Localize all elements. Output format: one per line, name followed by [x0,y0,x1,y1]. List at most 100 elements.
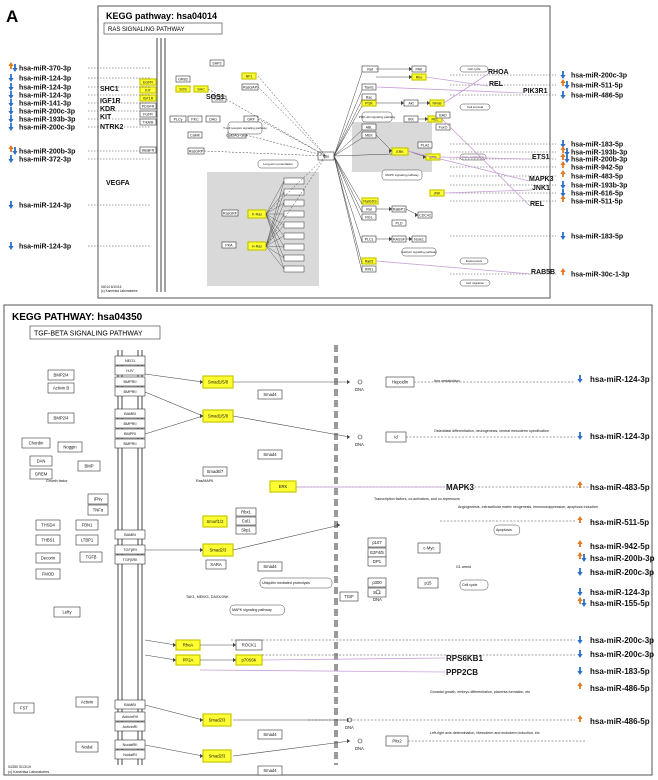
down-arrow-icon [12,147,18,155]
ras-node-hras-label: H-Ras [252,244,262,248]
tgf-ligand-box-rect [29,455,53,467]
tgf-mirna-label: hsa-miR-200b-3p [590,554,655,563]
arrow-head [409,66,412,72]
mirna-left-label: hsa-miR-200c-3p [19,109,75,116]
ras-node-igf1r-label: IGF1R [143,96,154,100]
mirna-left-label: hsa-miR-124-3p [19,85,71,92]
down-arrow-icon [560,181,566,189]
grey-edge [265,213,285,226]
tgf-ligand-box-label: Decorin [41,555,56,560]
gene-label-sos1: SOS1 [206,94,225,101]
tgf-smad-box: PP2A [175,654,201,666]
note-label: Gene expression [462,155,485,159]
note-rect [459,279,491,287]
arrow-head [425,116,428,122]
gene-label-kdr: KDR [100,106,115,113]
tgf-receptor-box-label: BMPRII [123,390,136,394]
ras-node-ngfr: TrkA/B [139,118,157,126]
up-arrow-icon [577,682,583,689]
tgf-receptor-box-label: HJV [126,369,134,373]
tgf-smad-box-label: Smad2/3 [210,547,227,552]
up-arrow-icon [577,597,583,604]
ras-node-pkca-rect [221,241,237,249]
arrow-head [415,212,418,218]
tgf-receptor-box-rect [114,428,146,439]
tgf-receptor-box-label: ActivinRI [123,725,138,729]
grey-edge [265,191,285,215]
ras-node-rab5-label: Rab5 [365,259,374,263]
tgf-smad-box: Skp1 [235,525,257,535]
grey-edge [265,202,285,247]
tgf-edge [232,740,351,757]
gene-label-vegfa: VEGFA [106,180,130,187]
tgf-smad-box-rect [202,466,228,477]
tgf-receptor-box: BMPRII [114,438,146,449]
tgf-smad-box-label: Smad4 [263,768,277,773]
ras-node-ralbp: RalBP1 [391,205,407,213]
ras-node-grf: GRF [243,115,259,123]
tgf-ligand-box: Lefty [53,606,81,618]
tgf-receptor-box: NodalRI [114,749,146,760]
tgf-ligand-box: Noggin [57,441,83,453]
tgf-mirna-label: hsa-miR-486-5p [590,717,650,726]
tgf-nuclear-box-label: p300 [372,580,382,585]
tgf-note: Osteoblast differentiation, neurogenesis… [434,429,549,433]
tgf-receptor-box: BAMBI [114,408,146,419]
grey-node [283,265,305,273]
ras-node-abl-rect [361,123,377,131]
tgf-receptor-box-label: TGFβRII [123,558,138,562]
tgf-nuclear-box: TGIF [339,591,359,602]
down-arrow-icon [8,155,14,163]
ras-node-ikk: IKK [403,115,419,123]
tgf-receptor-box-label: BMPRII [123,422,136,426]
tgf-ligand-box-rect [75,534,99,546]
ras-node-gab1-rect [211,95,227,103]
tgf-ligand-box-rect [77,460,101,472]
ras-node-pi3k-label: PI3K [365,101,373,105]
tgf-mirna-label: hsa-miR-200c-3p [590,650,654,659]
mirna-right-label: hsa-miR-486-5p [571,93,623,100]
ras-node-ptpn11-rect [209,59,225,67]
gene-label-rhoa: RHOA [488,69,509,76]
dna-label: DNA [373,597,382,602]
note-label: Cell survival [467,105,484,109]
gene-label-rab5b: RAB5B [531,269,555,276]
tgf-receptor-box-label: BAMBI [124,412,136,416]
input-edge [265,155,327,247]
ras-node-rgl-label: RGL [365,215,372,219]
tgf-note: TAK1, MEKK1, DAXX/JNK [186,595,229,599]
grey-edge [265,180,285,215]
ras-note: Endocytosis [459,257,489,265]
tgf-receptor-box: BAMBI [114,529,146,540]
mirna-right-label: hsa-miR-30c-1-3p [571,272,629,279]
tgf-ligand-box-label: Chordin [29,440,44,445]
ras-edge [333,89,363,157]
ras-node-plce-label: PLCε [365,237,374,241]
down-arrow-icon [8,99,14,107]
ras-node-akt-label: Akt [408,101,413,105]
tgf-receptor-box-rect [114,355,146,366]
gene-link [199,669,446,673]
gene-label-shc1: SHC1 [100,86,119,93]
tgf-edge [232,415,351,438]
tgf-smad-box: Smad4 [257,765,283,776]
ras-node-rab5: Rab5 [361,257,377,265]
gene-label-rps6kb1: RPS6KB1 [446,654,483,663]
tgf-nuclear-box-rect [339,591,359,602]
tgf-nuclear-box-label: Pitx2 [392,738,402,743]
down-arrow-icon [581,554,587,562]
note-label: Calcium signaling pathway [401,250,437,254]
ras-node-rasgrp: RasGRP [187,147,205,155]
ras-node-hras: H-Ras [247,241,267,251]
down-arrow-icon [581,599,587,607]
ras-node-fgfr: FGFR [139,110,157,118]
tgf-smad-box-label: Smad4 [263,732,277,737]
tgf-receptor-box-label: BAMBI [124,703,136,707]
tgf-edge [144,639,177,646]
tgf-mirna-label: hsa-miR-200c-3p [590,568,654,577]
gene-link [375,260,532,275]
ras-node-pdgfr-label: PDGFR [142,104,155,108]
ras-node-mek: MEK [361,131,377,139]
ras-node-ikk-label: IKK [408,117,414,121]
